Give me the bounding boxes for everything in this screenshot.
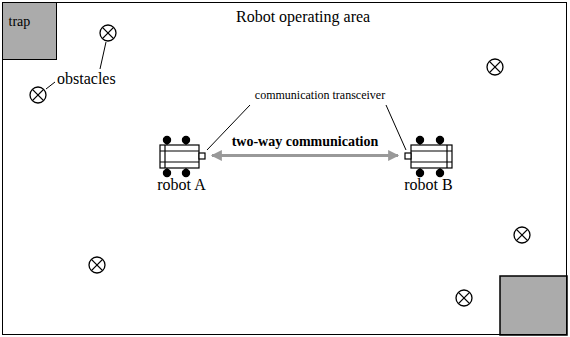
obstacle-symbol xyxy=(487,59,503,75)
trap-zone: trap xyxy=(2,2,57,60)
obstacle-symbol xyxy=(456,290,472,306)
transceiver xyxy=(405,153,411,159)
callout-label: obstacles xyxy=(57,70,116,88)
area-title: Robot operating area xyxy=(236,8,370,26)
obstacle-symbol xyxy=(30,87,46,103)
edge-label: two-way communication xyxy=(231,134,380,150)
grey-zone xyxy=(500,276,567,335)
robot-unit: robot A xyxy=(154,132,209,198)
operating-area: Robot operating area trap robot A robot B xyxy=(2,2,567,335)
leader-line xyxy=(100,42,106,69)
communication-arrow xyxy=(212,154,398,157)
obstacle-symbol xyxy=(89,257,105,273)
leader-line xyxy=(46,82,55,89)
callout-label: communication transceiver xyxy=(255,89,385,103)
transceiver xyxy=(199,153,205,159)
obstacle-symbol xyxy=(100,25,116,41)
obstacle-symbol xyxy=(514,227,530,243)
robot-unit: robot B xyxy=(401,132,456,198)
robot-icon xyxy=(160,136,205,176)
trap-label: trap xyxy=(9,14,31,30)
robot-name: robot B xyxy=(403,176,454,194)
robot-name: robot A xyxy=(156,176,207,194)
robot-icon xyxy=(405,136,452,176)
leader-line xyxy=(386,105,406,150)
